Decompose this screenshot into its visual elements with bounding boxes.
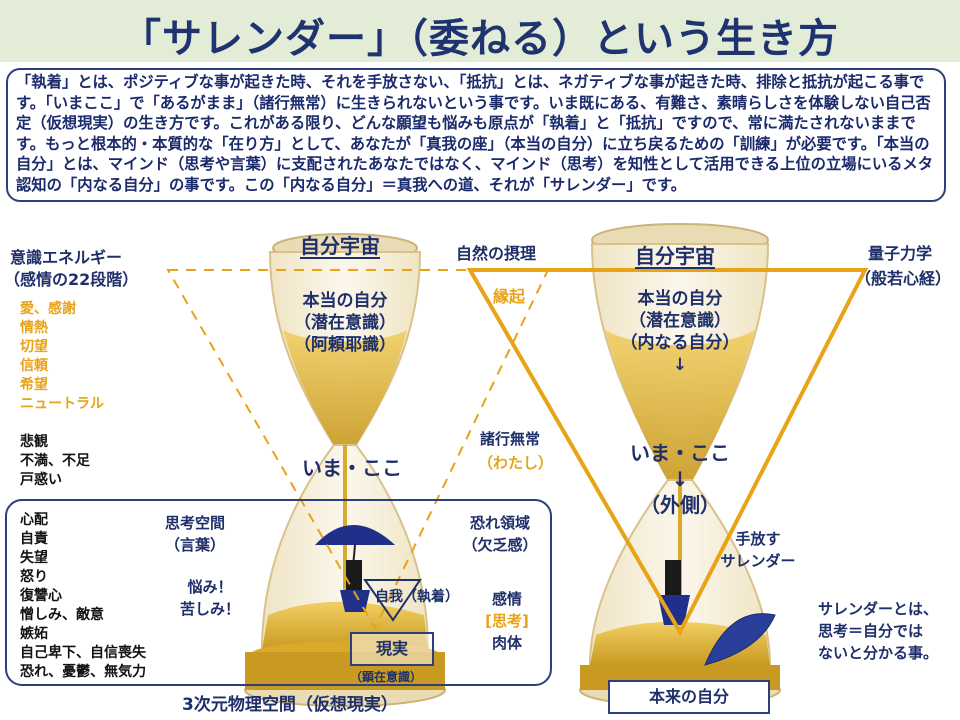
mid-emotion-list: 悲観 不満、不足 戸惑い — [20, 433, 90, 490]
en-label: 縁起 — [493, 287, 526, 306]
emotion-item: 嫉妬 — [20, 626, 48, 642]
emotion-item: 戸惑い — [20, 472, 62, 488]
emotion-item: 悲観 — [20, 434, 48, 450]
right-true-self: 本当の自分 （潜在意識） （内なる自分） ↓ — [620, 289, 740, 375]
conscious-label: （顕在意識） — [350, 670, 423, 684]
left-hourglass — [244, 233, 446, 707]
emotion-item: 信頼 — [20, 358, 48, 374]
right-solid-triangle — [466, 268, 869, 637]
title-band — [0, 0, 960, 62]
emotion-thought-body: 感情 [思考] 肉体 — [485, 590, 529, 652]
surrender-definition: サレンダーとは、 思考＝自分では ないと分かる事。 — [818, 600, 939, 662]
page-title: 「サレンダー」（委ねる）という生き方 — [121, 16, 839, 62]
physical-space-box — [5, 499, 552, 686]
emotion-item: 情熱 — [20, 320, 48, 336]
emotion-item: 自責 — [20, 531, 48, 547]
emotion-item: 怒り — [20, 569, 48, 585]
emotion-item: 自己卑下、自信喪失 — [20, 645, 146, 661]
quantum-label: 量子力学 — [868, 244, 933, 263]
right-here-now: いま・ここ ↓ （外側） — [630, 441, 730, 517]
physical-space-label: 3次元物理空間（仮想現実） — [182, 695, 398, 715]
positive-emotion-list: 愛、感謝 情熱 切望 信頼 希望 ニュートラル — [20, 300, 104, 414]
emotion-item: 愛、感謝 — [20, 301, 76, 317]
prajna-label: （般若心経） — [855, 269, 952, 288]
original-self-box: 本来の自分 — [608, 680, 770, 714]
emotion-item: 心配 — [20, 512, 48, 528]
emotion-item: 不満、不足 — [20, 453, 90, 469]
emotion-item: 切望 — [20, 339, 48, 355]
emotion-item: 失望 — [20, 550, 48, 566]
suffering-label: 悩み！ 苦しみ！ — [179, 578, 240, 618]
emotion-item: 希望 — [20, 377, 48, 393]
right-universe-label: 自分宇宙 — [635, 244, 715, 268]
watashi-label: （わたし） — [478, 454, 554, 472]
negative-emotion-list: 心配 自責 失望 怒り 復讐心 憎しみ、敵意 嫉妬 自己卑下、自信喪失 恐れ、憂… — [20, 511, 146, 682]
intro-text: 「執着」とは、ポジティブな事が起きた時、それを手放さない、「抵抗」とは、ネガティ… — [16, 73, 934, 194]
ego-triangle — [363, 579, 422, 622]
energy-title: 意識エネルギー — [10, 248, 123, 267]
let-go-label: 手放す サレンダー — [720, 530, 796, 570]
emotion-item: 憎しみ、敵意 — [20, 607, 104, 623]
energy-subtitle: （感情の22段階） — [4, 270, 139, 289]
emotion-item: 復讐心 — [20, 588, 62, 604]
emotion-item: 恐れ、憂鬱、無気力 — [20, 664, 147, 680]
left-true-self: 本当の自分 （潜在意識） （阿頼耶識） — [294, 291, 396, 355]
reality-box: 現実 — [350, 632, 434, 666]
emotion-item: ニュートラル — [20, 396, 104, 412]
ego-label: 自我（執着） — [375, 589, 459, 605]
left-dashed-triangle — [166, 269, 550, 631]
nature-law-label: 自然の摂理 — [456, 244, 537, 263]
impermanence-label: 諸行無常 — [480, 430, 541, 448]
left-here-now: いま・ここ — [302, 456, 402, 480]
thought-space-label: 思考空間 （言葉） — [164, 514, 225, 554]
fear-domain-label: 恐れ領域 （欠乏感） — [462, 514, 538, 554]
intro-box: 「執着」とは、ポジティブな事が起きた時、それを手放さない、「抵抗」とは、ネガティ… — [6, 68, 946, 202]
left-universe-label: 自分宇宙 — [300, 234, 380, 258]
